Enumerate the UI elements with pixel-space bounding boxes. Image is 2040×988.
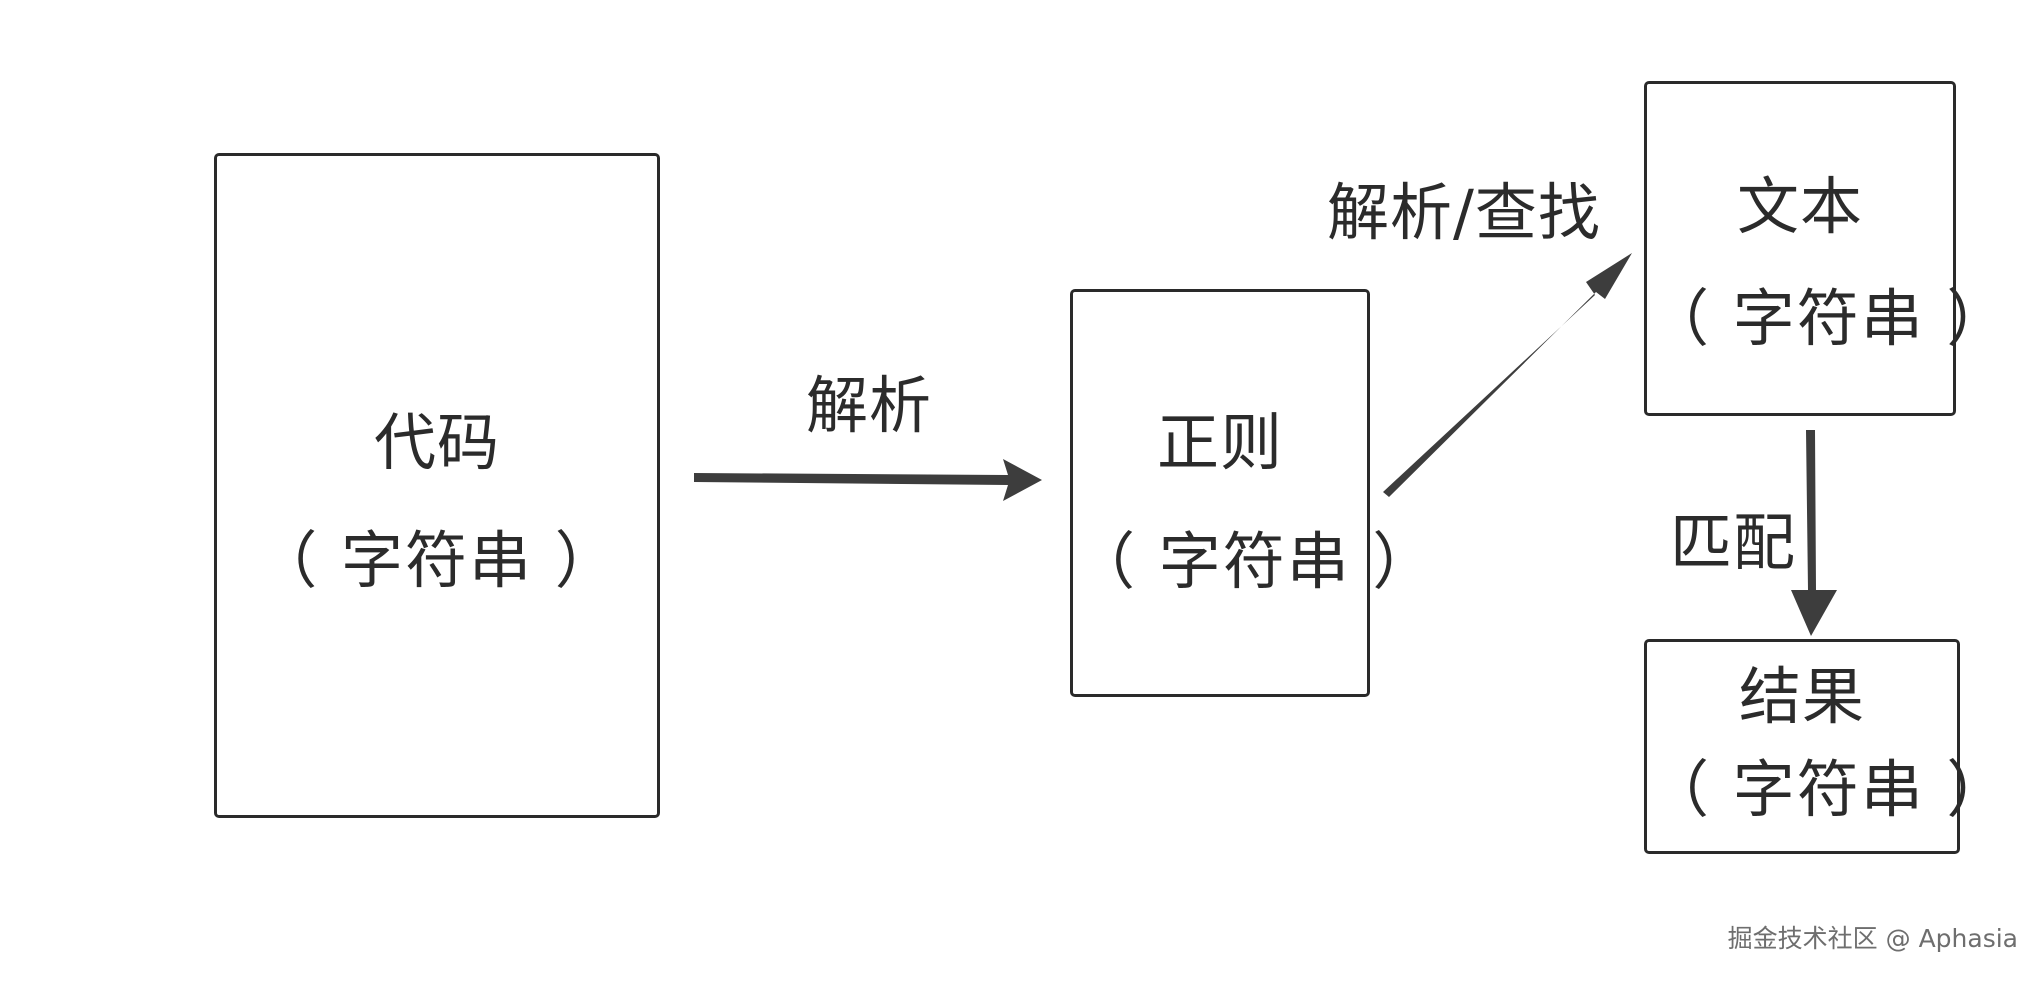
arrow-code-to-regex — [694, 459, 1042, 501]
node-text: 文本 （ 字符串 ） — [1644, 81, 2011, 416]
edge-label-regex-to-text: 解析/查找 — [1327, 176, 1601, 249]
edge-label-code-to-regex: 解析 — [806, 369, 933, 442]
node-regex-subtitle: （ 字符串 ） — [1073, 525, 1437, 598]
node-code-subtitle: （ 字符串 ） — [255, 524, 619, 597]
node-code: 代码 （ 字符串 ） — [214, 153, 660, 818]
arrow-regex-to-text — [1383, 253, 1632, 497]
node-code-title: 代码 — [373, 406, 500, 479]
node-result: 结果 （ 字符串 ） — [1644, 639, 2011, 854]
watermark: 掘金技术社区 @ Aphasia — [1727, 924, 2018, 953]
node-regex-title: 正则 — [1156, 406, 1283, 479]
node-text-title: 文本 — [1736, 170, 1863, 243]
node-text-subtitle: （ 字符串 ） — [1647, 282, 2011, 355]
edge-label-text-to-result: 匹配 — [1670, 506, 1797, 579]
node-regex: 正则 （ 字符串 ） — [1070, 289, 1437, 697]
arrow-text-to-result — [1791, 430, 1837, 636]
node-result-title: 结果 — [1738, 660, 1865, 733]
node-result-subtitle: （ 字符串 ） — [1647, 753, 2011, 826]
